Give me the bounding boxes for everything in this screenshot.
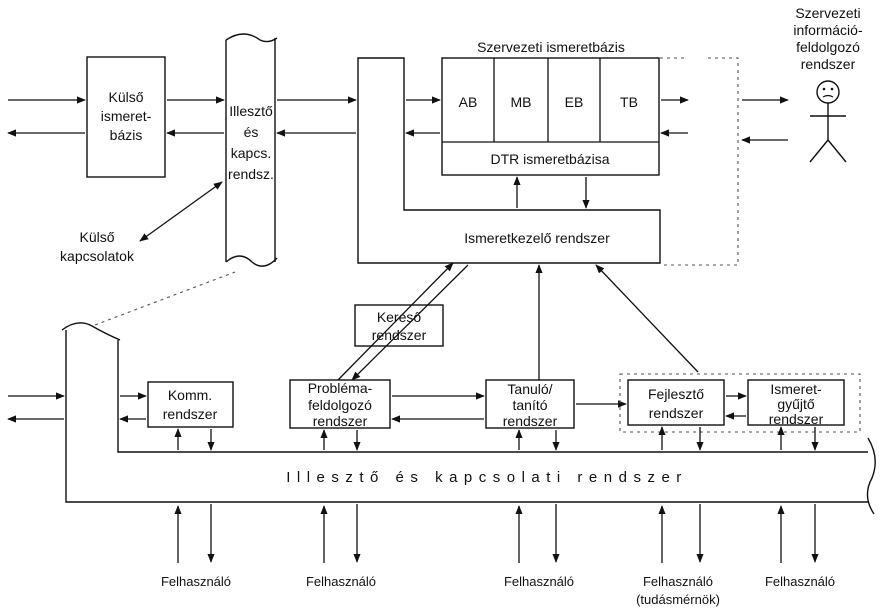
dotted-enclosure-top [660,57,739,266]
org-info-line3: feldolgozó [796,39,860,55]
external-kb-line1: Külső [108,89,143,105]
interface-vertical-line1: Illesztő [229,103,273,119]
user-3-label: Felhasználó [504,574,574,589]
interface-horizontal-label: Illesztő és kapcsolati rendszer [286,469,688,486]
collect-system-line1: Ismeret- [770,381,822,397]
org-kb-cell-mb: MB [511,94,532,110]
org-kb-title: Szervezeti ismeretbázis [477,39,625,55]
external-kb-line3: bázis [110,127,143,143]
external-connections-arrow [139,181,223,242]
external-knowledge-base: Külső ismeret- bázis [86,56,166,178]
knowledge-manager-label: Ismeretkezelő rendszer [464,230,610,246]
problem-processing-system: Probléma- feldolgozó rendszer [289,379,391,429]
arrow-dev-to-manager [595,264,699,373]
dotted-link-left [94,271,236,326]
comm-system-line2: rendszer [163,406,218,422]
dev-system-line1: Fejlesztő [648,386,704,402]
interface-vertical-line2: és [244,124,259,140]
org-kb-dtr: DTR ismeretbázisa [490,151,609,167]
learning-system-line3: rendszer [503,413,558,429]
arrow-manager-to-problem [351,264,469,381]
user-4: Felhasználó (tudásmérnök) [636,504,720,607]
knowledge-collection-system: Ismeret- gyűjtő rendszer [747,379,845,427]
org-kb-cell-ab: AB [459,94,478,110]
external-kb-line2: ismeret- [101,108,152,124]
user-5: Felhasználó [765,504,835,589]
problem-system-line2: feldolgozó [308,397,372,413]
search-system: Kereső rendszer [354,304,444,347]
external-connections-line1: Külső [79,229,114,245]
user-5-label: Felhasználó [765,574,835,589]
org-info-line4: rendszer [801,56,856,72]
user-1-label: Felhasználó [161,574,231,589]
development-system: Fejlesztő rendszer [627,379,725,426]
comm-system: Komm. rendszer [147,381,234,428]
user-2-label: Felhasználó [306,574,376,589]
problem-system-line3: rendszer [313,413,368,429]
problem-system-line1: Probléma- [308,380,373,396]
user-2: Felhasználó [306,504,376,589]
org-info-line2: információ- [793,22,863,38]
interface-vertical-line3: kapcs. [231,145,271,161]
learning-teaching-system: Tanuló/ tanító rendszer [485,379,575,429]
user-4-note: (tudásmérnök) [636,592,720,607]
interface-vertical-line4: rendsz. [228,166,274,182]
learning-system-line1: Tanuló/ [507,381,552,397]
collect-system-line3: rendszer [769,411,824,427]
knowledge-manager-system: Ismeretkezelő rendszer [357,57,661,264]
search-system-line2: rendszer [372,327,427,343]
horizontal-interface-system: Illesztő és kapcsolati rendszer [61,322,876,515]
org-kb-cell-eb: EB [565,94,584,110]
external-connections-line2: kapcsolatok [60,248,135,264]
person-figure-icon [809,80,847,163]
user-1: Felhasználó [161,504,231,589]
org-info-line1: Szervezeti [795,5,860,21]
dev-system-line2: rendszer [649,405,704,421]
learning-system-line2: tanító [512,397,547,413]
comm-system-line1: Komm. [168,387,212,403]
vertical-interface-system: Illesztő és kapcs. rendsz. [225,33,278,267]
user-3: Felhasználó [504,504,574,589]
user-4-label: Felhasználó [643,574,713,589]
dotted-enclosure-bottom [619,373,861,433]
org-kb-table: AB MB EB TB DTR ismeretbázisa [441,57,660,176]
org-kb-cell-tb: TB [620,94,638,110]
arrow-problem-to-manager [337,262,454,381]
collect-system-line2: gyűjtő [777,396,815,412]
